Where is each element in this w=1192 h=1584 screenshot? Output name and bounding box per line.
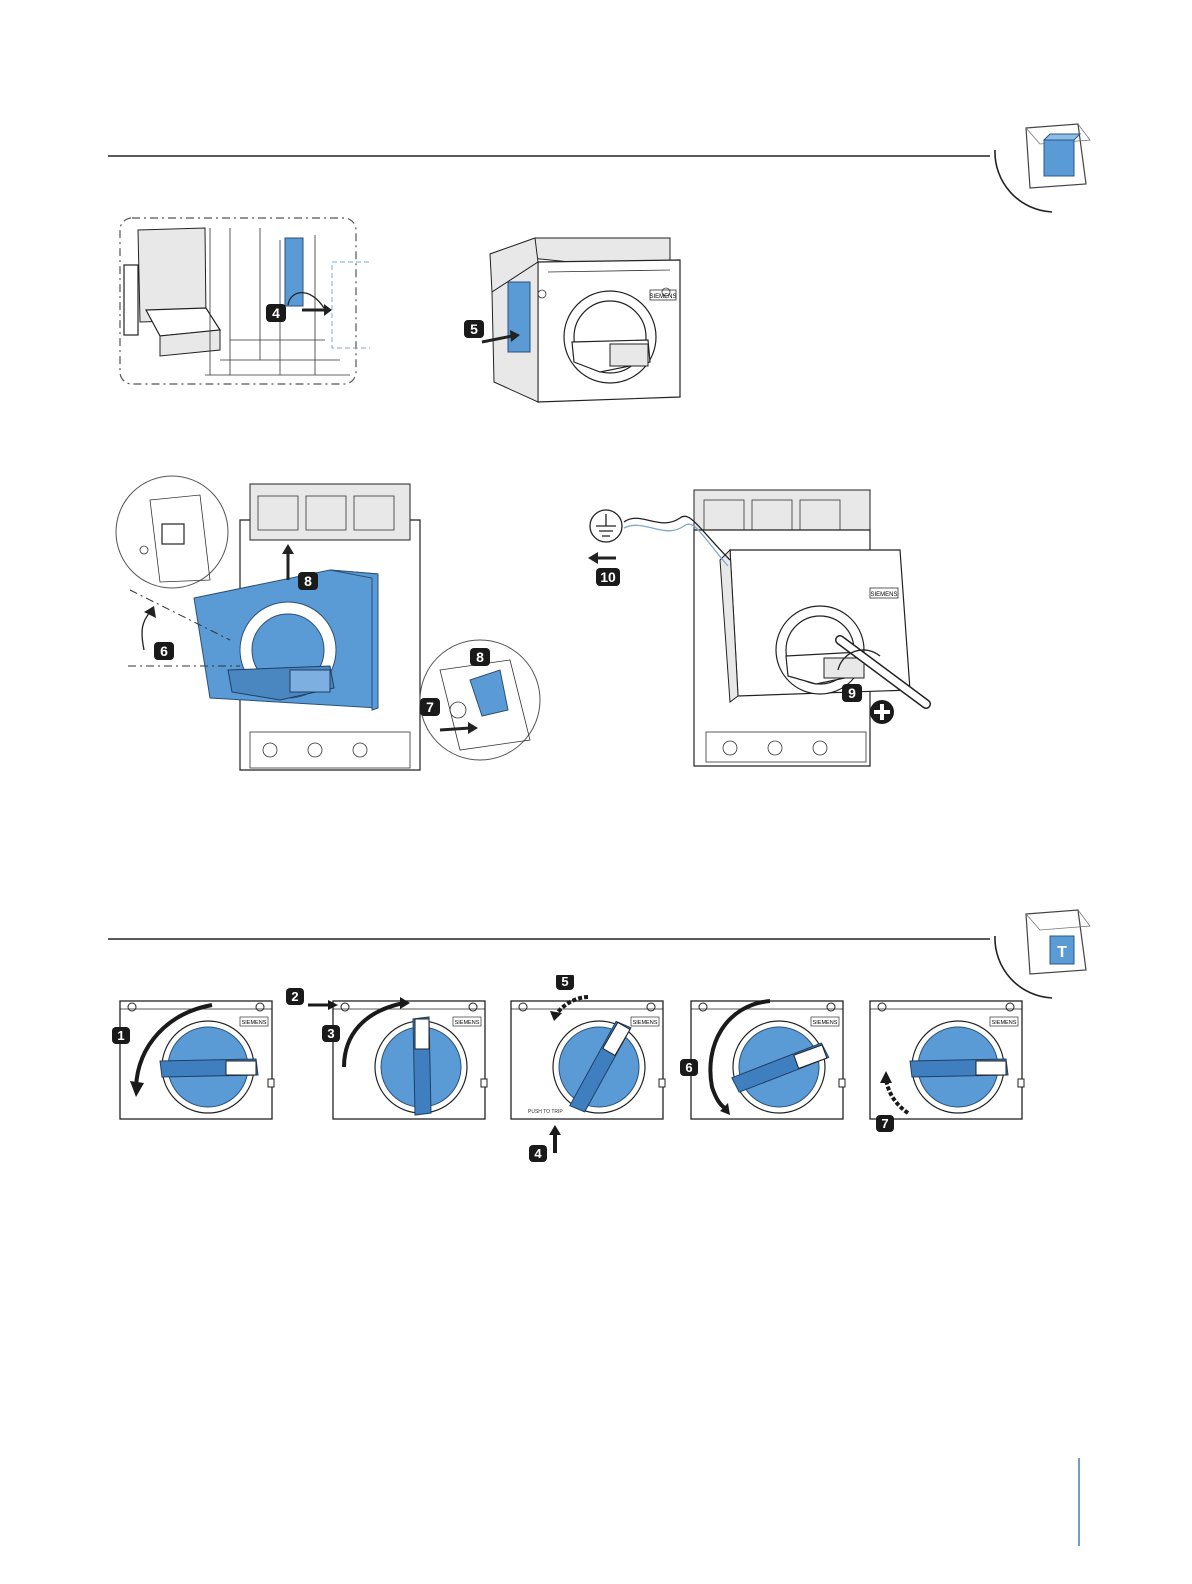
step-badge-r1: 1 [112,1027,130,1044]
step-badge-7: 7 [420,698,440,716]
cube-icon [1026,124,1090,188]
svg-text:8: 8 [304,573,312,589]
svg-text:SIEMENS: SIEMENS [455,1020,480,1026]
svg-text:7: 7 [881,1116,888,1131]
svg-text:10: 10 [600,569,616,585]
step-badge-r4: 4 [529,1145,547,1162]
cover-step-5-illustration: SIEMENS 5 [460,232,700,412]
svg-text:T: T [1057,944,1067,961]
ground-symbol-icon [590,510,622,542]
svg-text:SIEMENS: SIEMENS [242,1020,267,1026]
svg-text:SIEMENS: SIEMENS [633,1020,658,1026]
svg-text:5: 5 [470,321,478,337]
svg-text:5: 5 [561,975,568,989]
step-badge-r3: 3 [322,1025,340,1042]
svg-text:3: 3 [327,1026,334,1041]
section-1-header [0,0,1192,230]
svg-text:4: 4 [272,305,280,321]
handle-panel-2: SIEMENS [333,1001,487,1119]
cube-t-icon: T [1026,910,1090,974]
svg-text:1: 1 [117,1028,124,1043]
svg-text:2: 2 [291,989,298,1004]
step-badge-5a: 5 [464,320,484,338]
handle-panel-4: SIEMENS [691,1001,845,1119]
breaker-cover-removal-illustration: 6 8 8 7 [110,470,550,790]
step-badge-6: 6 [154,642,174,660]
breaker-grounding-illustration: SIEMENS 9 10 [580,470,960,790]
svg-text:6: 6 [160,643,168,659]
svg-text:SIEMENS: SIEMENS [649,294,676,300]
push-to-trip-label: PUSH TO TRIP [528,1109,563,1115]
svg-text:8: 8 [476,649,484,665]
detail-step-4-illustration: 4 [110,210,370,390]
step-badge-r2: 2 [286,988,304,1005]
step-badge-8a: 8 [298,572,318,590]
step-badge-8b: 8 [470,648,490,666]
svg-text:4: 4 [534,1146,542,1161]
svg-text:SIEMENS: SIEMENS [992,1020,1017,1026]
handle-panel-3: SIEMENS [511,1001,665,1119]
svg-text:6: 6 [685,1060,692,1075]
svg-text:SIEMENS: SIEMENS [870,592,897,598]
step-badge-r7: 7 [876,1115,894,1132]
step-badge-r5: 5 [556,975,574,990]
svg-text:SIEMENS: SIEMENS [813,1020,838,1026]
phillips-screwdriver-icon [870,700,894,724]
svg-text:9: 9 [848,685,856,701]
page-margin-rule [1078,1458,1080,1546]
step-badge-4a: 4 [266,304,286,322]
step-badge-9: 9 [842,684,862,702]
svg-text:7: 7 [426,699,434,715]
step-badge-r6: 6 [680,1059,698,1076]
step-badge-10: 10 [596,568,620,586]
handle-row-svg: SIEMENS SIEMENS SIEMENS SIEMENS SIEMENS 1 2 3PU… [108,975,1038,1165]
